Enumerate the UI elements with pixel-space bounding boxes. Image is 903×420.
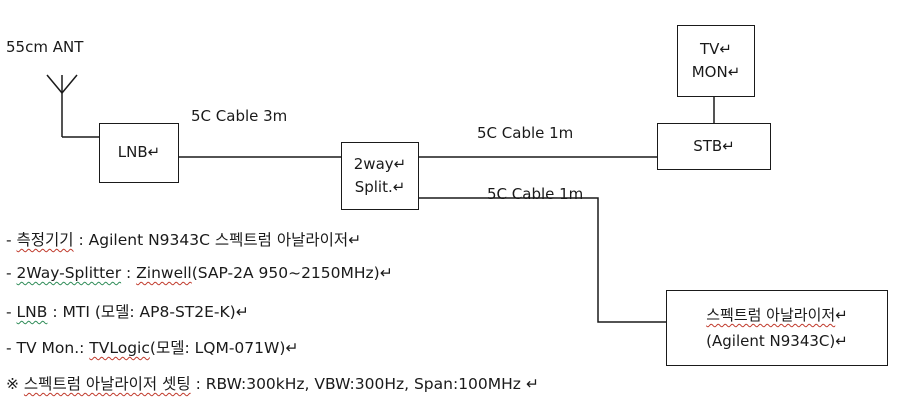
note-separator: : — [79, 339, 90, 357]
note-tv-monitor: - TV Mon.: TVLogic(모델: LQM-071W)↵ — [6, 336, 539, 372]
note-value: (SAP-2A 950~2150MHz) — [191, 264, 380, 282]
analyzer-label-line1: 스펙트럼 아날라이저 — [706, 305, 836, 324]
lnb-box: LNB↵ — [99, 123, 179, 183]
splitter-label-line2: Split. — [354, 178, 393, 196]
cable-label-lnb-splitter: 5C Cable 3m — [191, 107, 288, 125]
wire-splitter-to-analyzer — [419, 197, 666, 323]
stb-box: STB↵ — [657, 123, 771, 170]
note-brand: Zinwell — [136, 264, 192, 282]
return-mark: ↵ — [392, 178, 406, 196]
note-key: 측정기기 — [16, 231, 74, 249]
return-mark: ↵ — [348, 231, 362, 249]
note-splitter: - 2Way-Splitter : Zinwell(SAP-2A 950~215… — [6, 264, 539, 300]
note-value: : MTI (모델: AP8-ST2E-K) — [47, 303, 236, 321]
return-mark: ↵ — [722, 136, 735, 155]
return-mark: ↵ — [379, 264, 393, 282]
note-prefix: - — [6, 231, 17, 249]
return-mark: ↵ — [719, 39, 732, 58]
splitter-box: 2way↵ Split.↵ — [341, 142, 419, 210]
tv-monitor-box: TV↵ MON↵ — [677, 25, 755, 97]
lnb-label: LNB — [117, 143, 148, 162]
note-brand: TVLogic — [89, 339, 150, 357]
tv-label-line1: TV — [699, 39, 720, 58]
spectrum-analyzer-box: 스펙트럼 아날라이저↵ (Agilent N9343C)↵ — [666, 290, 888, 366]
antenna-label: 55cm ANT — [6, 38, 84, 56]
return-mark: ↵ — [835, 305, 848, 324]
return-mark: ↵ — [147, 143, 161, 162]
cable-label-splitter-stb: 5C Cable 1m — [477, 124, 574, 142]
return-mark: ↵ — [835, 332, 848, 350]
cable-label-splitter-analyzer: 5C Cable 1m — [487, 185, 584, 203]
antenna-icon — [46, 74, 78, 137]
note-value: : RBW:300kHz, VBW:300Hz, Span:100MHz — [190, 375, 521, 393]
note-analyzer-settings: ※ 스펙트럼 아날라이저 셋팅 : RBW:300kHz, VBW:300Hz,… — [6, 372, 539, 408]
note-key: 2Way-Splitter — [16, 264, 122, 282]
spec-notes: - 측정기기 : Agilent N9343C 스펙트럼 아날라이저↵ - 2W… — [6, 228, 539, 408]
splitter-label-line1: 2way — [353, 154, 394, 173]
stb-label: STB — [693, 136, 723, 155]
note-lnb: - LNB : MTI (모델: AP8-ST2E-K)↵ — [6, 300, 539, 336]
return-mark: ↵ — [727, 63, 741, 81]
note-prefix: - — [6, 339, 17, 357]
return-mark: ↵ — [393, 154, 407, 173]
note-prefix: - — [6, 303, 17, 321]
note-measurement-instrument: - 측정기기 : Agilent N9343C 스펙트럼 아날라이저↵ — [6, 228, 539, 264]
note-key: TV Mon. — [16, 339, 80, 357]
note-value: : Agilent N9343C 스펙트럼 아날라이저 — [73, 231, 349, 249]
note-separator: : — [121, 264, 137, 282]
note-value: (모델: LQM-071W) — [149, 339, 286, 357]
analyzer-label-line2: (Agilent N9343C) — [706, 332, 836, 350]
note-prefix: - — [6, 264, 17, 282]
note-key: 스펙트럼 아날라이저 셋팅 — [23, 375, 191, 393]
return-mark: ↵ — [285, 339, 299, 357]
return-mark: ↵ — [235, 303, 249, 321]
return-mark: ↵ — [525, 375, 539, 393]
note-key: LNB — [16, 303, 48, 321]
tv-label-line2: MON — [691, 63, 728, 81]
note-prefix: ※ — [6, 375, 24, 393]
